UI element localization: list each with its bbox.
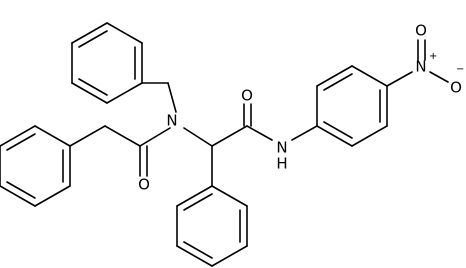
phenylacetyl-ring xyxy=(0,125,71,207)
bond-inner xyxy=(6,133,36,151)
benzyl-ring xyxy=(71,22,143,104)
bond-inner xyxy=(323,73,353,91)
bond xyxy=(176,245,213,267)
bond-layer xyxy=(0,22,449,267)
bond xyxy=(34,185,71,207)
bond xyxy=(291,125,318,141)
bond xyxy=(429,71,449,83)
bond xyxy=(211,125,248,147)
atom-o-nitro-top: O xyxy=(415,22,427,40)
bond xyxy=(351,65,388,87)
charge-o-nitro-right: − xyxy=(456,64,464,75)
atom-n-amide: N xyxy=(166,112,177,130)
atom-o-acyl: O xyxy=(138,176,150,194)
bond xyxy=(211,185,248,207)
alpha-phenyl-ring xyxy=(176,185,248,267)
bond xyxy=(183,127,213,147)
bond xyxy=(71,22,108,44)
bond-inner xyxy=(323,121,353,139)
atom-nh-h: H xyxy=(276,155,287,173)
bond xyxy=(34,125,71,147)
bond xyxy=(0,185,36,207)
bond xyxy=(211,245,248,267)
bond xyxy=(246,125,273,141)
bond-inner xyxy=(183,241,213,259)
bond-inner xyxy=(183,193,213,211)
bond xyxy=(351,125,388,147)
nitrophenyl-ring xyxy=(316,65,388,147)
bond-inner xyxy=(6,181,36,199)
atom-n-nitro: N xyxy=(415,58,426,76)
atom-label-layer: N O O N H N + O O − xyxy=(138,22,464,194)
bond-inner xyxy=(78,30,108,48)
bond xyxy=(139,127,171,147)
bond xyxy=(316,65,353,87)
bond xyxy=(0,125,36,147)
bond xyxy=(104,125,141,147)
atom-nh-n: N xyxy=(276,139,287,157)
charge-n-nitro: + xyxy=(429,51,437,62)
bond-inner xyxy=(78,78,108,96)
bond xyxy=(106,22,143,44)
bond xyxy=(106,82,143,104)
bond xyxy=(167,82,177,113)
bond xyxy=(176,185,213,207)
atom-o-amide: O xyxy=(241,87,253,105)
bond xyxy=(386,71,413,87)
bond xyxy=(69,125,106,147)
bond xyxy=(71,82,108,104)
atom-o-nitro-right: O xyxy=(450,79,462,97)
bond xyxy=(316,125,353,147)
